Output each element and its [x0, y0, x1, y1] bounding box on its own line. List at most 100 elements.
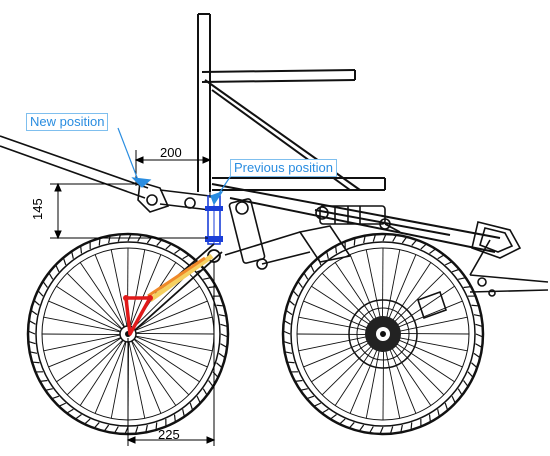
spoke — [133, 337, 200, 383]
tread-mark — [463, 380, 469, 387]
tread-mark — [297, 281, 303, 288]
spoke — [56, 285, 123, 331]
tread-mark — [33, 299, 40, 306]
spoke — [334, 262, 380, 329]
tread-mark — [182, 409, 185, 417]
tread-mark — [66, 408, 74, 414]
tread-mark — [353, 237, 356, 246]
tread-mark — [451, 268, 460, 273]
spoke — [133, 338, 190, 396]
tread-mark — [189, 402, 194, 411]
tread-mark — [451, 395, 456, 404]
spoke — [303, 336, 377, 368]
tread-mark — [208, 286, 217, 289]
spoke — [134, 300, 208, 332]
tread-mark — [220, 323, 228, 328]
tread-mark — [410, 422, 413, 431]
tread-mark — [444, 261, 453, 266]
spoke — [66, 339, 124, 396]
spoke — [43, 334, 122, 352]
tread-mark — [321, 408, 329, 414]
spoke — [321, 339, 379, 396]
tread-mark — [28, 340, 36, 345]
dimension-145-label: 145 — [30, 198, 45, 220]
tread-mark — [300, 388, 308, 391]
tread-mark — [28, 320, 36, 325]
tread-mark — [71, 251, 74, 259]
tread-mark — [62, 257, 67, 266]
previous-position-label: Previous position — [230, 159, 337, 177]
tread-mark — [156, 239, 163, 246]
tread-mark — [48, 272, 54, 280]
tread-mark — [382, 233, 387, 242]
tread-mark — [475, 323, 483, 328]
spoke — [131, 339, 177, 406]
spoke — [134, 335, 208, 368]
tread-mark — [284, 351, 293, 354]
tread-mark — [282, 330, 291, 335]
tread-mark — [363, 235, 366, 244]
spoke — [303, 300, 377, 333]
tread-mark — [220, 333, 229, 338]
tread-mark — [463, 286, 472, 289]
tread-mark — [294, 379, 303, 382]
spoke — [134, 316, 213, 334]
tread-mark — [285, 309, 293, 316]
spoke — [388, 338, 445, 396]
tread-mark — [80, 245, 83, 254]
tread-mark — [429, 248, 436, 254]
spoke — [134, 335, 213, 352]
spoke — [389, 300, 463, 332]
tread-mark — [467, 371, 474, 378]
spoke — [296, 333, 377, 336]
spoke — [321, 272, 378, 330]
dimension-200-label: 200 — [160, 145, 182, 160]
pedal-assembly — [416, 221, 549, 320]
tread-mark — [389, 426, 394, 434]
spoke — [56, 337, 123, 383]
tread-mark — [310, 264, 315, 273]
spoke — [311, 285, 378, 331]
tread-mark — [55, 264, 60, 273]
tread-mark — [51, 395, 60, 400]
spoke — [133, 285, 200, 331]
tread-mark — [283, 320, 291, 325]
spoke — [385, 340, 417, 414]
tread-mark — [306, 395, 315, 400]
tread-mark — [437, 409, 440, 417]
tread-mark — [411, 239, 418, 246]
tread-mark — [196, 395, 201, 404]
tread-mark — [392, 234, 397, 242]
tread-mark — [182, 254, 190, 260]
tread-mark — [93, 422, 100, 429]
tread-mark — [348, 422, 355, 429]
spoke — [94, 340, 127, 414]
tread-mark — [203, 277, 211, 280]
spoke — [128, 340, 146, 419]
tread-mark — [216, 362, 223, 369]
tread-mark — [471, 362, 478, 369]
tread-mark — [292, 290, 299, 297]
spoke — [389, 332, 470, 335]
tread-mark — [313, 402, 322, 407]
tread-mark — [145, 424, 148, 433]
tread-mark — [220, 343, 228, 348]
tread-mark — [84, 418, 91, 425]
spoke — [43, 316, 122, 333]
tread-mark — [98, 237, 101, 246]
tread-mark — [471, 304, 480, 307]
tread-mark — [30, 309, 38, 316]
tread-mark — [103, 424, 110, 432]
spoke — [66, 272, 123, 330]
tread-mark — [358, 424, 365, 432]
new-position-label: New position — [26, 113, 109, 131]
spoke — [79, 262, 125, 329]
dimension-145 — [50, 182, 208, 240]
tread-mark — [420, 243, 427, 250]
tread-mark — [75, 414, 82, 420]
tread-mark — [155, 422, 158, 431]
tread-mark — [108, 235, 111, 244]
dimension-200 — [134, 150, 212, 198]
tread-mark — [437, 254, 445, 260]
